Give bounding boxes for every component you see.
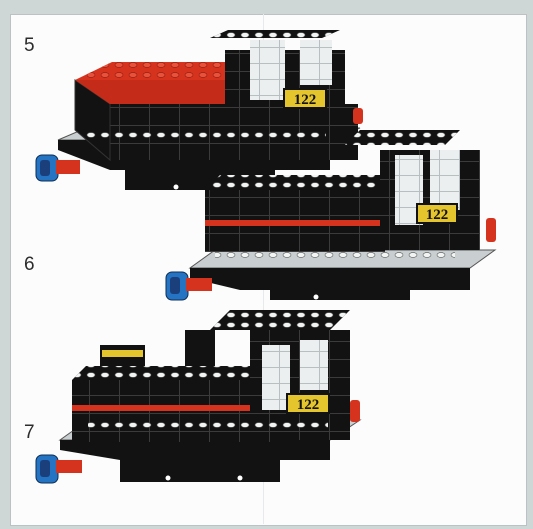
step-number-6: 6 (24, 254, 35, 275)
number-plate-step-6: 122 (426, 207, 449, 223)
step-number-5: 5 (24, 35, 35, 56)
step-5-model: 122 (35, 30, 363, 190)
number-plate-step-7: 122 (297, 397, 320, 413)
step-6-model: 122 (165, 130, 497, 301)
number-plate-step-5: 122 (294, 92, 317, 108)
step-number-7: 7 (24, 422, 35, 443)
step-7-model: 122 (35, 310, 362, 484)
